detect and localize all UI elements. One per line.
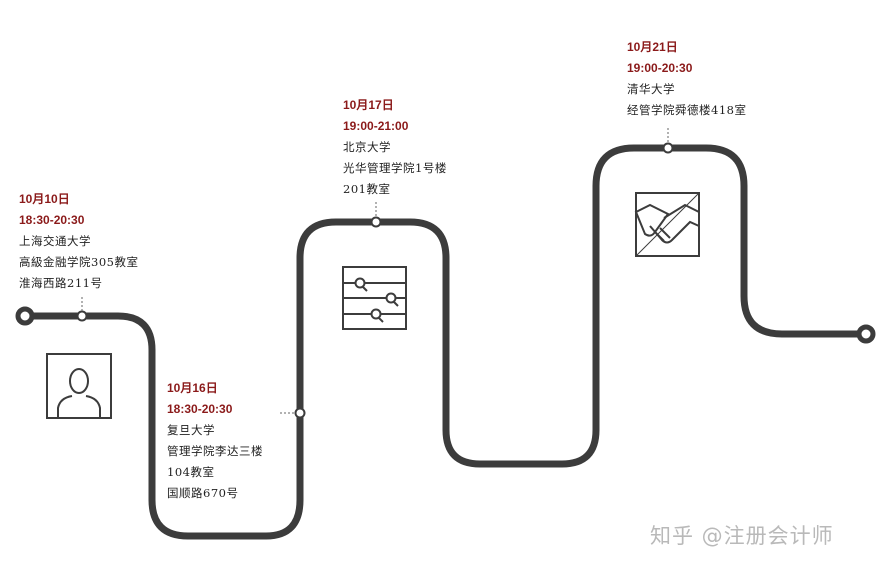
sliders-icon (342, 266, 407, 330)
stop-1-time: 18:30-20:30 (19, 213, 85, 227)
stop-3-time: 19:00-21:00 (343, 119, 409, 133)
end-node (856, 324, 876, 344)
stop-1-date: 10月10日 (19, 192, 70, 206)
stop-4-line-1: 清华大学 (627, 82, 675, 96)
stop-2-line-4: 国顺路670号 (167, 486, 239, 500)
stop-marker-3 (370, 216, 382, 228)
stop-3-line-3: 201教室 (343, 182, 391, 196)
stop-marker-2 (294, 407, 306, 419)
stop-3-line-1: 北京大学 (343, 140, 391, 154)
stop-2-line-2: 管理学院李达三楼 (167, 444, 263, 458)
stop-marker-1 (76, 310, 88, 322)
stop-1-label: 10月10日 18:30-20:30 上海交通大学 高級金融学院305教室 淮海… (19, 189, 138, 294)
stop-2-line-1: 复旦大学 (167, 423, 215, 437)
person-icon (46, 353, 112, 419)
stop-4-date: 10月21日 (627, 40, 678, 54)
stop-3-date: 10月17日 (343, 98, 394, 112)
stop-1-line-1: 上海交通大学 (19, 234, 91, 248)
stop-4-line-2: 经管学院舜德楼418室 (627, 103, 747, 117)
stop-4-label: 10月21日 19:00-20:30 清华大学 经管学院舜德楼418室 (627, 37, 746, 121)
stop-2-date: 10月16日 (167, 381, 218, 395)
stop-3-label: 10月17日 19:00-21:00 北京大学 光华管理学院1号楼 201教室 (343, 95, 447, 200)
stop-1-line-3: 淮海西路211号 (19, 276, 103, 290)
timeline-track (21, 144, 870, 540)
stop-2-label: 10月16日 18:30-20:30 复旦大学 管理学院李达三楼 104教室 国… (167, 378, 263, 504)
stop-4-time: 19:00-20:30 (627, 61, 693, 75)
handshake-icon (634, 192, 700, 257)
stop-2-line-3: 104教室 (167, 465, 215, 479)
watermark: 知乎 @注册会计师 (650, 524, 834, 548)
stop-3-line-2: 光华管理学院1号楼 (343, 161, 447, 175)
stop-marker-4 (662, 142, 674, 154)
start-node (15, 306, 35, 326)
stop-1-line-2: 高級金融学院305教室 (19, 255, 139, 269)
stop-2-time: 18:30-20:30 (167, 402, 233, 416)
